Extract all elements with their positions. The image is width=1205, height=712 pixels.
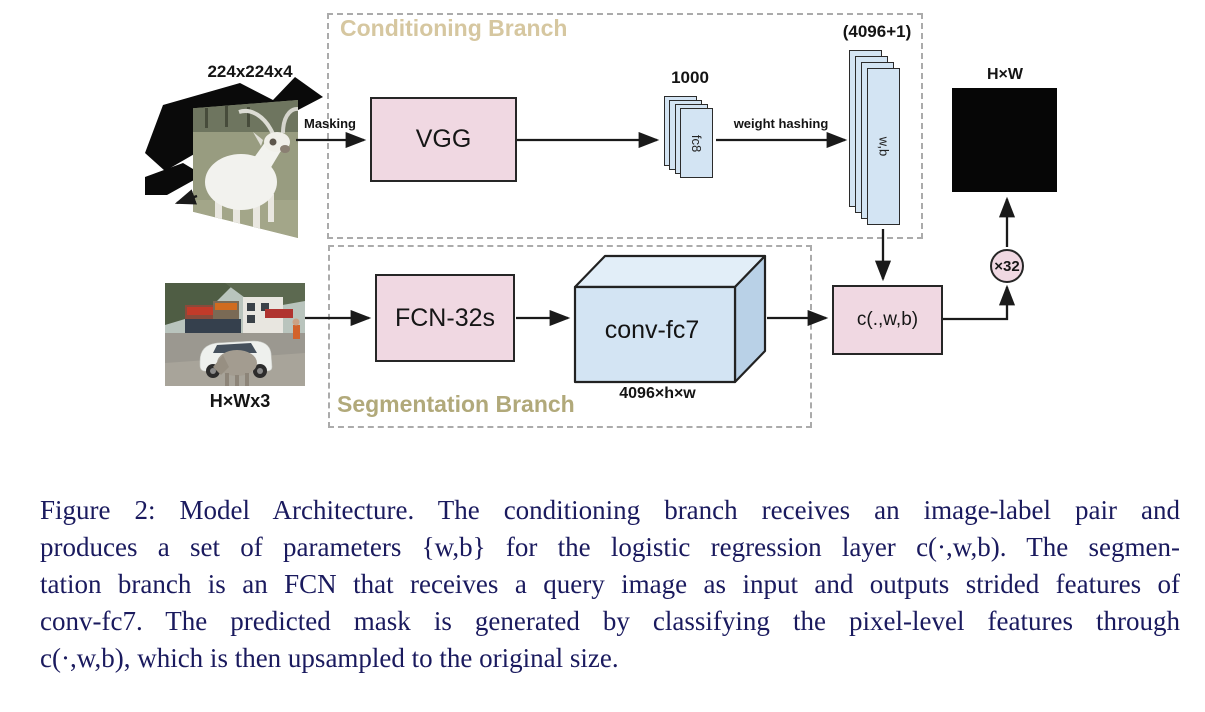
convfc7-dim-label: 4096×h×w [619, 385, 696, 402]
upsample-label: ×32 [994, 257, 1020, 275]
convfc7-cuboid [573, 254, 767, 384]
conditioning-branch-box [327, 13, 923, 239]
mask-dim-label: H×W [987, 66, 1023, 83]
classifier-to-upsample-arrow [943, 284, 1016, 321]
vgg-box: VGG [370, 97, 517, 182]
classifier-box: c(.,w,b) [832, 285, 943, 355]
wb-card [867, 68, 900, 225]
caption-line: tation branch is an FCN that receives a … [40, 569, 1180, 599]
fc8-dim-label: 1000 [671, 68, 709, 87]
input-dim-label: 224x224x4 [207, 62, 293, 81]
street-scene-image [165, 283, 305, 386]
caption-line: Figure 2: Model Architecture. The condit… [40, 495, 1180, 525]
caption-line: c(·,w,b), which is then upsampled to the… [40, 643, 619, 673]
upsample-circle: ×32 [990, 249, 1024, 283]
query-dim-label: H×Wx3 [209, 391, 271, 411]
fc8-card [680, 108, 713, 178]
conditioning-branch-title: Conditioning Branch [340, 15, 568, 41]
caption-line: produces a set of parameters {w,b} for t… [40, 532, 1180, 562]
masking-label: Masking [303, 116, 356, 131]
vgg-label: VGG [415, 125, 472, 153]
predicted-mask-heatmap [952, 88, 1057, 192]
fcn-box: FCN-32s [375, 274, 515, 362]
fcn-label: FCN-32s [394, 303, 495, 332]
classifier-label: c(.,w,b) [856, 309, 919, 330]
weight-hashing-label: weight hashing [733, 116, 829, 131]
wb-dim-label: (4096+1) [842, 22, 912, 41]
convfc7-label: conv-fc7 [604, 316, 700, 344]
query-image [165, 283, 305, 386]
segmentation-branch-box [328, 245, 812, 428]
segmentation-branch-title: Segmentation Branch [337, 391, 575, 417]
caption-line: conv-fc7. The predicted mask is generate… [40, 606, 1180, 636]
diagram-connectors [174, 131, 1016, 384]
figure-caption: Figure 2: Model Architecture. The condit… [40, 492, 1180, 677]
layer-stack-arrow [174, 189, 198, 205]
